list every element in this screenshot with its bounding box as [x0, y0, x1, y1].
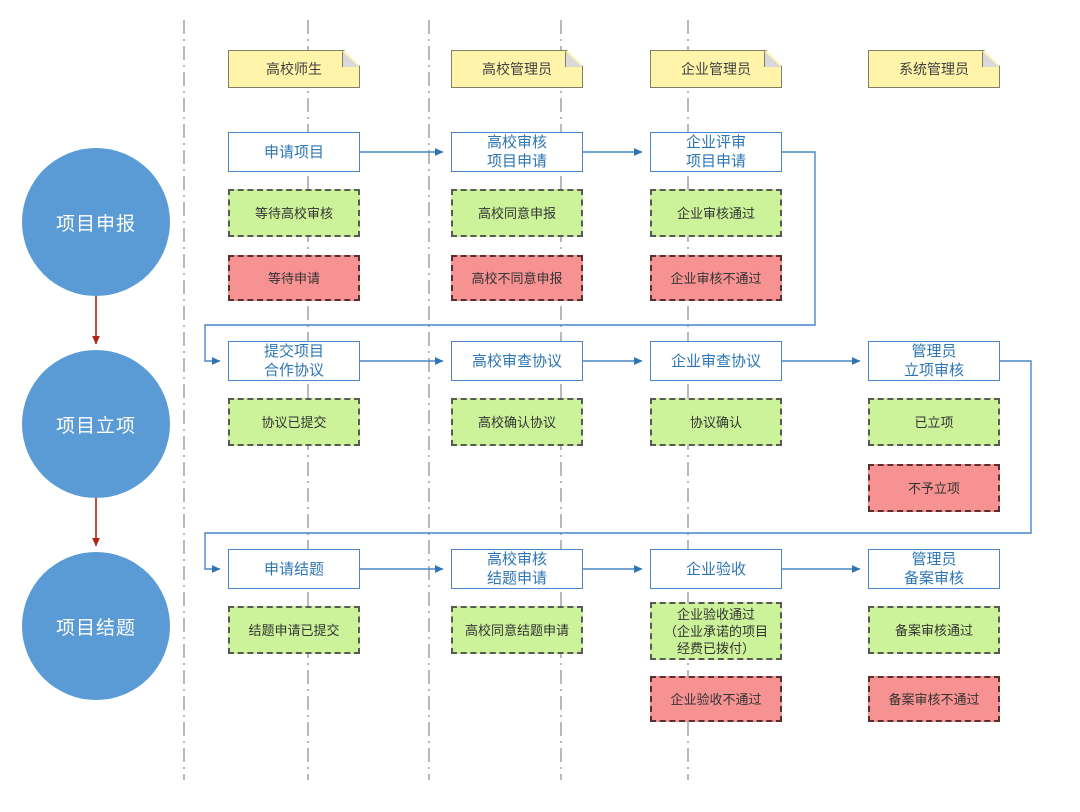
status-box-negative[interactable]: 不予立项 [868, 464, 1000, 512]
process-box[interactable]: 管理员 备案审核 [868, 549, 1000, 589]
lane-header-label: 高校管理员 [482, 61, 552, 77]
status-box-positive[interactable]: 协议确认 [650, 398, 782, 446]
lane-header-label: 系统管理员 [899, 61, 969, 77]
note-fold-icon [982, 51, 999, 67]
status-box-label: 协议确认 [689, 414, 742, 430]
status-box-positive[interactable]: 等待高校审核 [228, 189, 360, 237]
process-box[interactable]: 管理员 立项审核 [868, 341, 1000, 381]
status-box-negative[interactable]: 备案审核不通过 [868, 676, 1000, 722]
status-box-positive[interactable]: 高校确认协议 [451, 398, 583, 446]
process-box-label: 高校审查协议 [471, 352, 562, 370]
process-box[interactable]: 申请项目 [228, 132, 360, 172]
status-box-positive[interactable]: 协议已提交 [228, 398, 360, 446]
process-box-label: 管理员 备案审核 [903, 551, 964, 587]
status-box-positive[interactable]: 结题申请已提交 [228, 606, 360, 654]
note-fold-icon [565, 51, 582, 67]
stage-circle[interactable]: 项目结题 [22, 552, 170, 700]
status-box-label: 结题申请已提交 [248, 622, 340, 638]
status-box-label: 不予立项 [907, 480, 960, 496]
status-box-label: 等待高校审核 [254, 205, 333, 221]
status-box-negative[interactable]: 企业验收不通过 [650, 676, 782, 722]
stage-label: 项目申报 [55, 213, 136, 235]
note-fold-icon [342, 51, 359, 67]
lane-header-label: 企业管理员 [681, 61, 751, 77]
lane-header-label: 高校师生 [266, 61, 322, 77]
process-box[interactable]: 企业验收 [650, 549, 782, 589]
lane-header-note[interactable]: 企业管理员 [650, 50, 782, 88]
process-box-label: 企业评审 项目申请 [685, 134, 746, 170]
lane-header-note[interactable]: 系统管理员 [868, 50, 1000, 88]
status-box-label: 已立项 [914, 414, 954, 430]
status-box-positive[interactable]: 备案审核通过 [868, 606, 1000, 654]
status-box-negative[interactable]: 等待申请 [228, 255, 360, 301]
process-box-label: 企业验收 [685, 560, 746, 578]
status-box-label: 协议已提交 [261, 414, 327, 430]
process-box[interactable]: 企业审查协议 [650, 341, 782, 381]
stage-label: 项目立项 [55, 415, 136, 437]
status-box-label: 高校同意申报 [477, 205, 556, 221]
process-box-label: 企业审查协议 [670, 352, 761, 370]
process-box[interactable]: 企业评审 项目申请 [650, 132, 782, 172]
status-box-label: 企业审核不通过 [670, 270, 762, 286]
process-box-label: 申请项目 [263, 143, 324, 161]
process-box[interactable]: 提交项目 合作协议 [228, 341, 360, 381]
process-box-label: 管理员 立项审核 [903, 343, 964, 379]
process-box-label: 申请结题 [263, 560, 324, 578]
process-box-label: 高校审核 结题申请 [486, 551, 547, 587]
status-box-label: 高校同意结题申请 [464, 622, 569, 638]
lane-header-note[interactable]: 高校师生 [228, 50, 360, 88]
stage-circle[interactable]: 项目立项 [22, 350, 170, 498]
process-box[interactable]: 高校审核 项目申请 [451, 132, 583, 172]
stage-label: 项目结题 [55, 617, 136, 639]
status-box-label: 高校不同意申报 [471, 270, 563, 286]
status-box-label: 高校确认协议 [477, 414, 556, 430]
status-box-negative[interactable]: 企业审核不通过 [650, 255, 782, 301]
note-fold-icon [764, 51, 781, 67]
status-box-label: 备案审核不通过 [888, 691, 980, 707]
process-box[interactable]: 高校审查协议 [451, 341, 583, 381]
status-box-label: 企业审核通过 [676, 205, 755, 221]
status-box-label: 备案审核通过 [894, 622, 973, 638]
status-box-negative[interactable]: 高校不同意申报 [451, 255, 583, 301]
process-box-label: 高校审核 项目申请 [486, 134, 547, 170]
status-box-positive[interactable]: 企业验收通过 （企业承诺的项目 经费已拨付） [650, 602, 782, 660]
status-box-label: 等待申请 [267, 270, 320, 286]
status-box-label: 企业验收通过 （企业承诺的项目 经费已拨付） [663, 606, 768, 656]
status-box-positive[interactable]: 高校同意结题申请 [451, 606, 583, 654]
lane-header-note[interactable]: 高校管理员 [451, 50, 583, 88]
status-box-positive[interactable]: 已立项 [868, 398, 1000, 446]
status-box-label: 企业验收不通过 [670, 691, 762, 707]
stage-circle[interactable]: 项目申报 [22, 148, 170, 296]
process-box-label: 提交项目 合作协议 [263, 343, 324, 379]
status-box-positive[interactable]: 高校同意申报 [451, 189, 583, 237]
process-box[interactable]: 申请结题 [228, 549, 360, 589]
status-box-positive[interactable]: 企业审核通过 [650, 189, 782, 237]
process-box[interactable]: 高校审核 结题申请 [451, 549, 583, 589]
